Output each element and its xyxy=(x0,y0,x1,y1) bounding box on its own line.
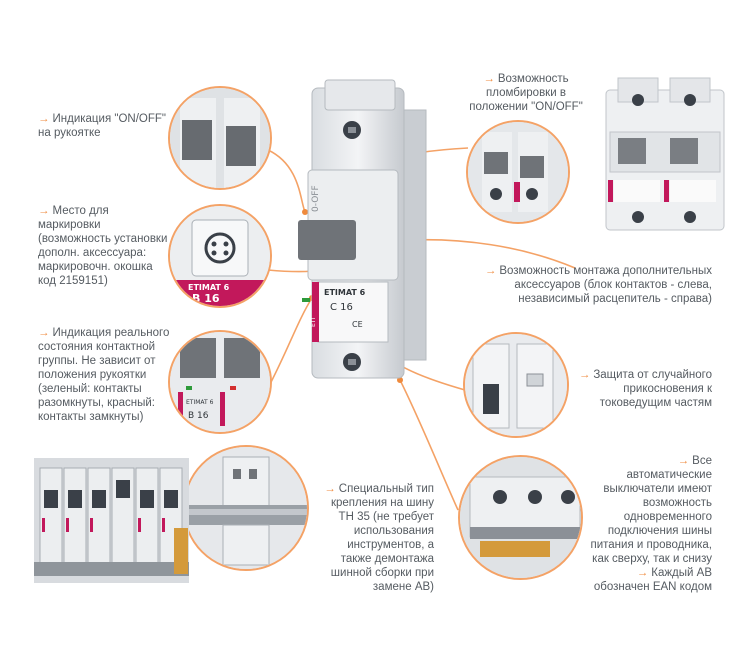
protection-closeup xyxy=(465,334,567,436)
marking-rating: B 16 xyxy=(192,292,220,305)
callout-touch-protection: →Защита от случайного прикосновения к то… xyxy=(572,368,712,410)
device-brand: ETIMAT 6 xyxy=(324,288,366,297)
zoom-circle-busbar xyxy=(458,455,583,580)
leader-line-handle xyxy=(267,149,306,213)
arrow-icon: → xyxy=(677,455,690,467)
arrow-icon: → xyxy=(38,205,50,217)
device-rating: C 16 xyxy=(330,302,353,313)
handle-label: 0-OFF xyxy=(311,185,321,212)
zoom-circle-din xyxy=(183,445,309,571)
contact-rating: B 16 xyxy=(188,411,209,421)
callout-text: Возможность монтажа дополнительных аксес… xyxy=(499,265,712,305)
busbar-closeup xyxy=(460,457,581,578)
zoom-circle-handle xyxy=(168,86,272,190)
breaker-row-image xyxy=(34,458,189,583)
callout-busbar-connection: →Все автоматические выключатели имеют во… xyxy=(590,454,712,566)
device-logo: ETI xyxy=(310,318,317,327)
arrow-icon: → xyxy=(578,369,591,381)
callout-text: Индикация "ON/OFF" на рукоятке xyxy=(38,113,166,139)
sealing-closeup xyxy=(468,122,568,222)
double-breaker-image xyxy=(605,77,725,231)
leader-line-busbar xyxy=(399,379,459,511)
arrow-icon: → xyxy=(38,327,50,339)
callout-text: Индикация реального состояния контактной… xyxy=(38,327,170,423)
leader-dot-handle xyxy=(302,209,308,215)
callout-text: Каждый АВ обозначен EAN кодом xyxy=(593,567,712,593)
handle-closeup xyxy=(170,88,270,188)
contact-model: ETIMAT 6 xyxy=(186,399,214,406)
leader-line-accessories xyxy=(407,238,576,269)
arrow-icon: → xyxy=(483,73,495,85)
marking-model: ETIMAT 6 xyxy=(188,283,230,292)
callout-text: Все автоматические выключатели имеют воз… xyxy=(590,455,712,565)
callout-accessories: →Возможность монтажа дополнительных аксе… xyxy=(452,264,712,306)
callout-text: Специальный тип крепления на шину TH 35 … xyxy=(330,483,434,593)
arrow-icon: → xyxy=(484,265,497,277)
din-rail-closeup xyxy=(185,447,307,569)
callout-sealing: →Возможность пломбировки в положении "ON… xyxy=(462,72,590,114)
brand-stripe xyxy=(312,282,319,342)
arrow-icon: → xyxy=(38,113,50,125)
callout-text: Защита от случайного прикосновения к ток… xyxy=(593,369,712,409)
arrow-icon: → xyxy=(636,567,649,579)
callout-contact-indication: →Индикация реального состояния контактно… xyxy=(38,326,170,424)
contact-closeup: ETIMAT 6 B 16 xyxy=(170,332,270,432)
zoom-circle-contact: ETIMAT 6 B 16 xyxy=(168,330,272,434)
device-ce-mark: CE xyxy=(352,320,363,329)
zoom-circle-protection xyxy=(463,332,569,438)
zoom-circle-sealing xyxy=(466,120,570,224)
callout-ean-code: →Каждый АВ обозначен EAN кодом xyxy=(584,566,712,594)
leader-dot-busbar xyxy=(397,377,403,383)
callout-text: Место для маркировки (возможность устано… xyxy=(38,205,168,287)
callout-text: Возможность пломбировки в положении "ON/… xyxy=(469,73,583,113)
zoom-circle-marking: ETIMAT 6 B 16 xyxy=(168,204,272,308)
callout-din-mounting: →Специальный тип крепления на шину TH 35… xyxy=(318,482,434,594)
arrow-icon: → xyxy=(324,483,336,495)
callout-marking-place: →Место для маркировки (возможность устан… xyxy=(38,204,170,288)
leader-line-contact xyxy=(267,297,313,389)
circuit-breaker-image: 0-OFF ETI ETIMAT 6 C 16 CE xyxy=(298,79,427,379)
callout-handle-indication: →Индикация "ON/OFF" на рукоятке xyxy=(38,112,168,140)
contact-indicator-green xyxy=(302,298,310,302)
marking-closeup: ETIMAT 6 B 16 xyxy=(170,206,270,306)
